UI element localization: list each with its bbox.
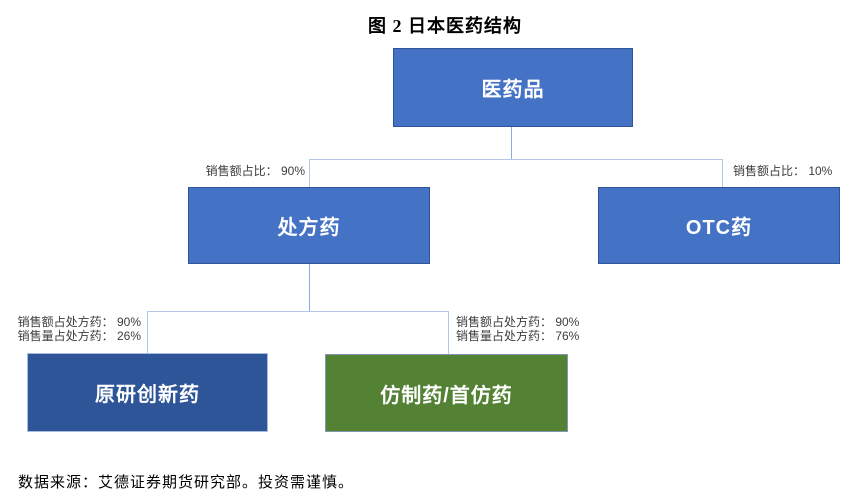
connector-innovator-drop — [147, 311, 148, 353]
edge-label-generic-sales-value: 销售额占处方药： 90% — [456, 315, 580, 329]
node-original-innovative-drugs-label: 原研创新药 — [95, 384, 200, 406]
connector-generic-drop — [448, 311, 449, 355]
node-pharmaceuticals: 医药品 — [393, 48, 633, 127]
node-original-innovative-drugs: 原研创新药 — [27, 353, 268, 432]
node-otc-drugs: OTC药 — [598, 187, 840, 264]
node-prescription-drugs: 处方药 — [188, 187, 430, 264]
edge-label-otc-share: 销售额占比： 10% — [733, 164, 833, 178]
connector-level2-horizontal — [309, 159, 723, 160]
figure-footer-source: 数据来源：艾德证券期货研究部。投资需谨慎。 — [18, 475, 355, 491]
edge-label-innovator-shares: 销售额占处方药： 90% 销售量占处方药： 26% — [18, 315, 141, 343]
figure-title: 图 2 日本医药结构 — [368, 16, 522, 36]
edge-label-rx-share: 销售额占比： 90% — [205, 164, 305, 178]
node-prescription-drugs-label: 处方药 — [277, 217, 341, 239]
node-pharmaceuticals-label: 医药品 — [481, 79, 545, 101]
edge-label-innovator-sales-volume: 销售量占处方药： 26% — [17, 329, 141, 343]
edge-label-innovator-sales-value: 销售额占处方药： 90% — [17, 315, 141, 329]
connector-otc-drop — [722, 159, 723, 188]
edge-label-generic-shares: 销售额占处方药： 90% 销售量占处方药： 76% — [456, 315, 579, 343]
connector-rx-stem — [309, 264, 310, 311]
connector-root-stem — [511, 127, 512, 159]
connector-level3-horizontal — [147, 311, 448, 312]
connector-rx-drop — [309, 159, 310, 188]
node-generic-drugs: 仿制药/首仿药 — [325, 354, 568, 432]
edge-label-generic-sales-volume: 销售量占处方药： 76% — [456, 329, 580, 343]
node-otc-drugs-label: OTC药 — [685, 217, 753, 239]
node-generic-drugs-label: 仿制药/首仿药 — [380, 384, 513, 407]
